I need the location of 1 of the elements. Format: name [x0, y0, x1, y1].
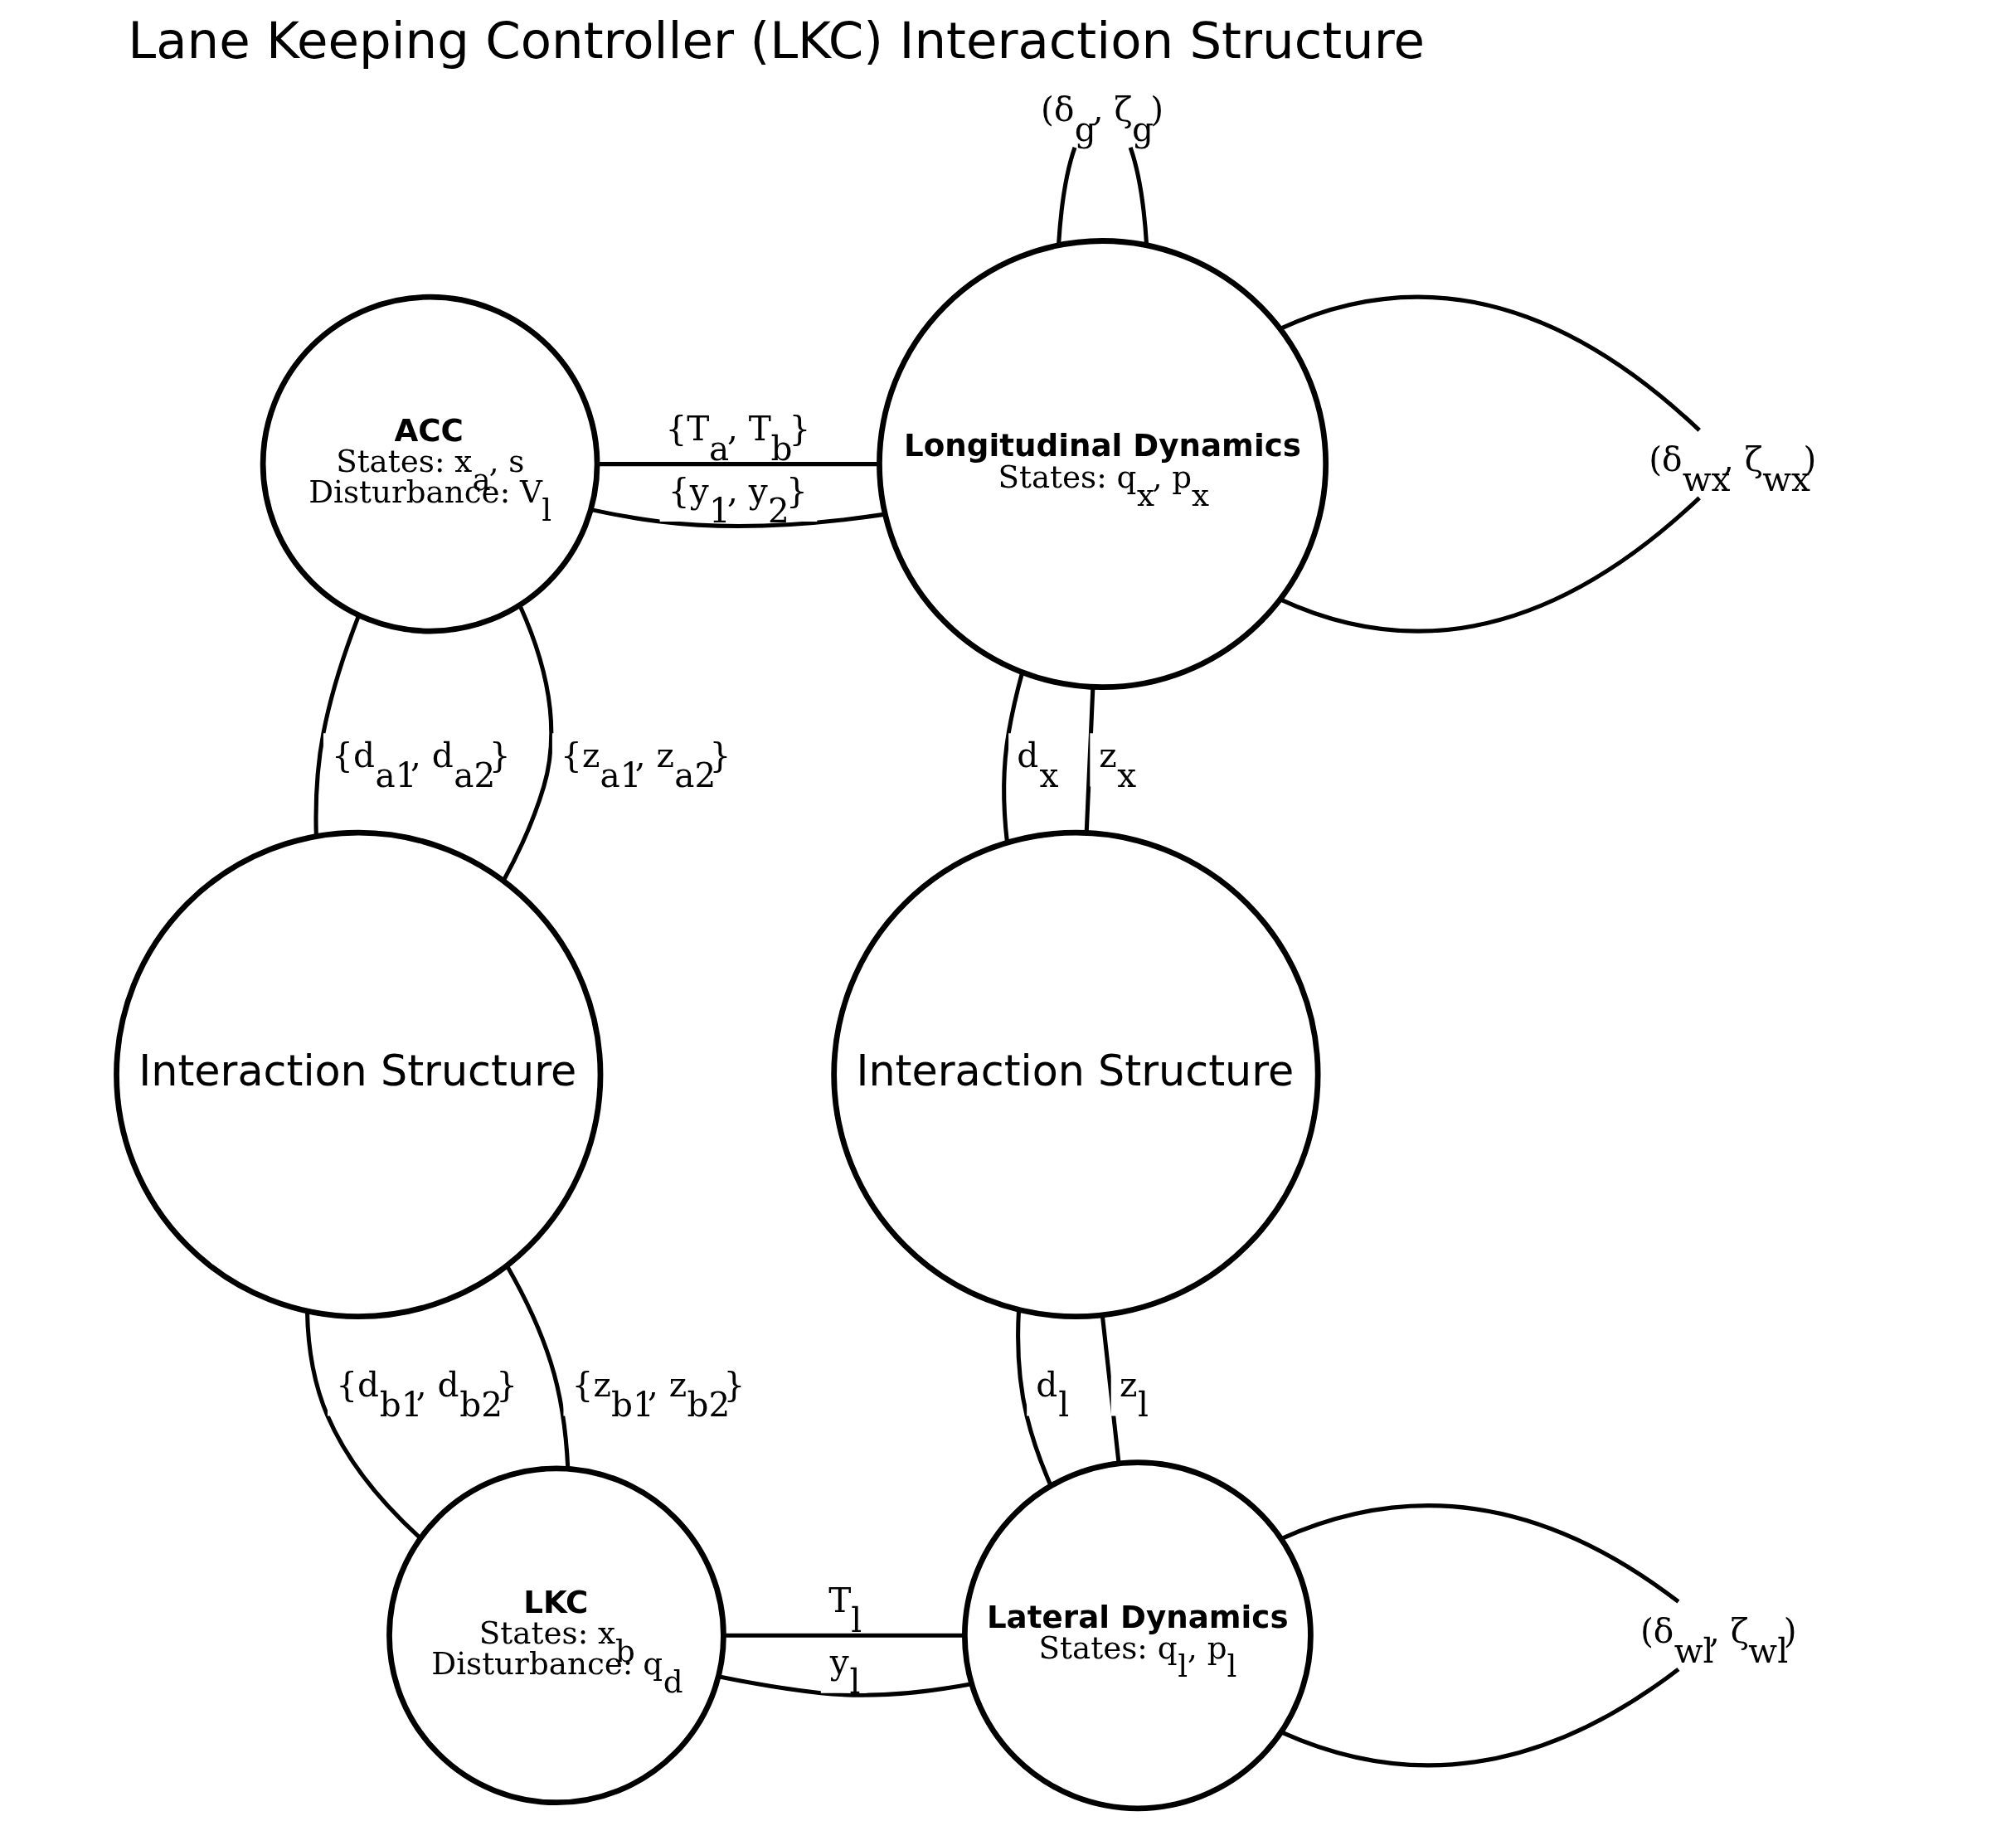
diagram-title: Lane Keeping Controller (LKC) Interaction Structure	[127, 11, 1425, 70]
